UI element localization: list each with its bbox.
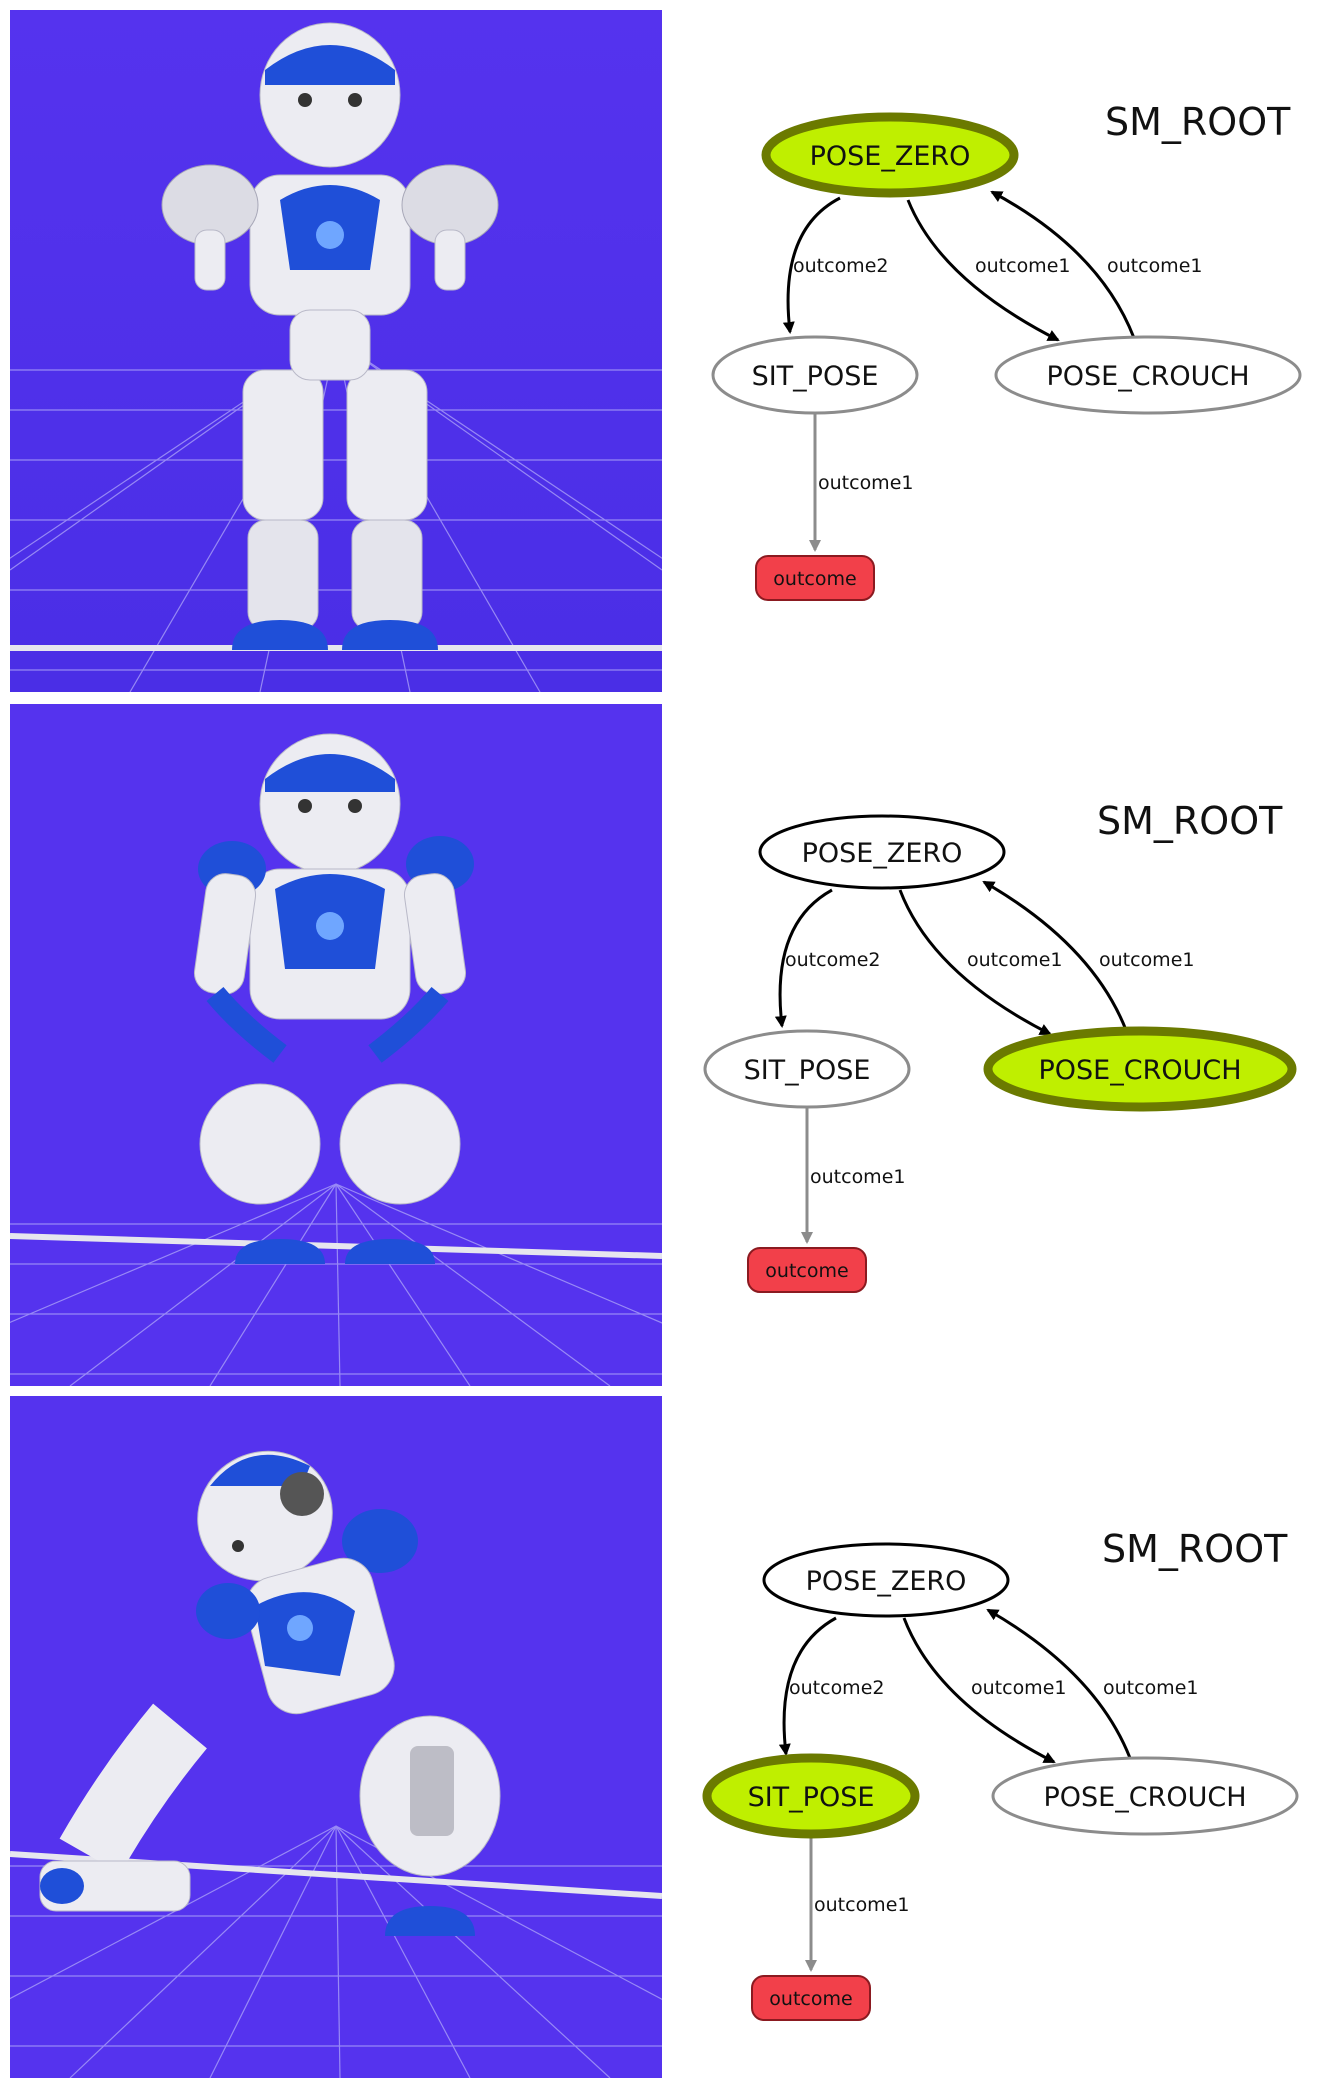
nao-robot xyxy=(161,22,499,650)
node-label-pose-crouch: POSE_CROUCH xyxy=(1038,1055,1241,1086)
node-sit-pose-active xyxy=(702,1753,920,1839)
edge-label-crouch-to-zero: outcome1 xyxy=(1103,1677,1198,1699)
floor-rail xyxy=(10,1233,662,1259)
state-machine-graph: SM_ROOT outcome2 outcome1 outcome1 outco… xyxy=(702,1527,1299,2021)
panel-2: SM_ROOT outcome2 outcome1 outcome1 outco… xyxy=(0,704,1328,1392)
robot-head-cap xyxy=(265,45,395,85)
node-label-sit-pose: SIT_POSE xyxy=(748,1782,875,1813)
panel-1: SM_ROOT outcome2 outcome1 outcome1 outco… xyxy=(0,10,1328,698)
chest-button-icon xyxy=(316,912,344,940)
node-label-pose-crouch: POSE_CROUCH xyxy=(1046,361,1249,392)
node-label-pose-zero: POSE_ZERO xyxy=(806,1566,967,1597)
state-machine-graph: SM_ROOT outcome2 outcome1 outcome1 outco… xyxy=(703,799,1297,1293)
node-sit-pose xyxy=(711,335,919,415)
robot-head-cap xyxy=(210,1454,310,1486)
robot-scene-crouching xyxy=(10,704,662,1386)
edge-label-zero-to-crouch: outcome1 xyxy=(975,255,1070,277)
robot-right-knee xyxy=(339,1083,461,1205)
robot-left-leg xyxy=(242,369,324,521)
nao-robot xyxy=(193,733,474,1264)
node-outcome xyxy=(755,555,875,601)
node-pose-zero xyxy=(758,814,1006,890)
robot-head xyxy=(259,22,401,168)
nao-robot xyxy=(39,1450,501,1936)
edge-label-zero-to-sit: outcome2 xyxy=(789,1677,884,1699)
robot-right-foot xyxy=(342,620,438,650)
node-pose-crouch-active xyxy=(983,1026,1297,1112)
node-pose-zero xyxy=(762,1542,1010,1618)
chest-button-icon xyxy=(287,1615,313,1641)
edge-zero-to-sit xyxy=(774,888,833,1028)
floor-grid xyxy=(10,1825,662,2078)
node-label-sit-pose: SIT_POSE xyxy=(752,361,879,392)
node-label-pose-zero: POSE_ZERO xyxy=(802,838,963,869)
edge-zero-to-crouch xyxy=(898,889,1052,1036)
node-label-outcome: outcome xyxy=(765,1260,848,1282)
robot-right-foot xyxy=(385,1906,475,1936)
state-machine-graph: SM_ROOT outcome2 outcome1 outcome1 outco… xyxy=(711,100,1302,601)
edge-label-sit-to-outcome: outcome1 xyxy=(814,1894,909,1916)
robot-left-leg xyxy=(59,1703,207,1874)
node-outcome xyxy=(747,1247,867,1293)
sm-root-label: SM_ROOT xyxy=(1102,1527,1288,1571)
edge-label-zero-to-sit: outcome2 xyxy=(785,949,880,971)
node-pose-crouch xyxy=(994,335,1302,415)
edge-label-sit-to-outcome: outcome1 xyxy=(818,472,913,494)
node-label-pose-crouch: POSE_CROUCH xyxy=(1043,1782,1246,1813)
edge-label-sit-to-outcome: outcome1 xyxy=(810,1166,905,1188)
robot-right-foot xyxy=(345,1239,435,1264)
edge-label-crouch-to-zero: outcome1 xyxy=(1107,255,1202,277)
edge-zero-to-sit xyxy=(782,196,841,334)
sm-root-label: SM_ROOT xyxy=(1105,100,1291,144)
node-label-sit-pose: SIT_POSE xyxy=(744,1055,871,1086)
edge-crouch-to-zero xyxy=(990,190,1136,339)
node-sit-pose xyxy=(703,1029,911,1109)
robot-right-leg xyxy=(346,369,428,521)
node-outcome xyxy=(751,1975,871,2021)
panel-3: SM_ROOT outcome2 outcome1 outcome1 outco… xyxy=(0,1396,1328,2084)
robot-left-foot xyxy=(235,1239,325,1264)
node-pose-zero-active xyxy=(761,112,1019,198)
robot-head-cap xyxy=(265,754,395,792)
edge-zero-to-crouch xyxy=(906,199,1060,342)
edge-label-crouch-to-zero: outcome1 xyxy=(1099,949,1194,971)
robot-right-shoulder xyxy=(342,1509,418,1573)
sm-root-label: SM_ROOT xyxy=(1097,799,1283,843)
edge-zero-to-sit xyxy=(778,1616,837,1756)
node-label-outcome: outcome xyxy=(773,568,856,590)
node-pose-crouch xyxy=(991,1756,1299,1836)
robot-scene-sitting xyxy=(10,1396,662,2078)
robot-left-knee xyxy=(199,1083,321,1205)
edge-label-zero-to-crouch: outcome1 xyxy=(971,1677,1066,1699)
edge-crouch-to-zero xyxy=(982,880,1128,1031)
edge-zero-to-crouch xyxy=(902,1617,1056,1764)
robot-left-shoulder xyxy=(196,1583,260,1639)
chest-button-icon xyxy=(316,221,344,249)
node-label-outcome: outcome xyxy=(769,1988,852,2010)
robot-left-foot xyxy=(232,620,328,650)
edge-label-zero-to-crouch: outcome1 xyxy=(967,949,1062,971)
robot-scene-standing xyxy=(10,10,662,692)
scene-background xyxy=(10,1396,662,2078)
floor-grid xyxy=(10,1183,662,1386)
robot-hips xyxy=(289,309,371,381)
edge-crouch-to-zero xyxy=(986,1608,1132,1759)
node-label-pose-zero: POSE_ZERO xyxy=(810,141,971,172)
edge-label-zero-to-sit: outcome2 xyxy=(793,255,888,277)
